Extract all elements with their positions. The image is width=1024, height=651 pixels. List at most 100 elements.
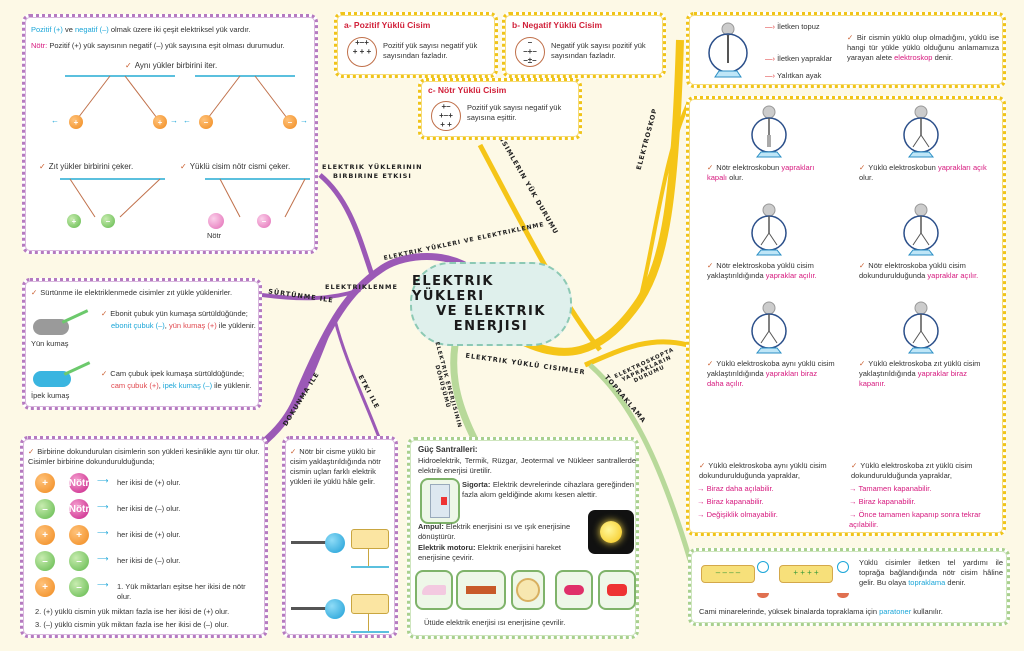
contact-result-text: her ikisi de (–) olur. bbox=[117, 556, 181, 565]
electroscope-state-text: ✓Yüklü elektroskobun yaprakları açık olu… bbox=[859, 163, 987, 182]
central-title-line3: ENERJISI bbox=[453, 319, 529, 334]
wool-cloth-icon bbox=[33, 319, 69, 335]
plants-title: Güç Santralleri: bbox=[418, 445, 478, 454]
negative-body-title: b- Negatif Yüklü Cisim bbox=[512, 20, 603, 30]
branch-label-elektriklenme: ELEKTRIKLENME bbox=[325, 283, 398, 291]
charge-ball: + bbox=[35, 577, 55, 597]
lightning-rod-text: Cami minarelerinde, yüksek binalarda top… bbox=[699, 607, 943, 616]
neutral-body-icon: +–+–++ + bbox=[431, 101, 461, 131]
charge-ball: + bbox=[69, 525, 89, 545]
central-title-line1: ELEKTRIK YÜKLERI bbox=[412, 274, 494, 304]
ground-icon bbox=[757, 593, 769, 598]
arrow-right-icon: → bbox=[170, 116, 178, 125]
light-bulb-image-icon bbox=[588, 510, 634, 554]
branch-purple-effect bbox=[318, 173, 375, 276]
fuse-image-icon bbox=[420, 478, 460, 524]
charge-ball: – bbox=[35, 499, 55, 519]
silk-label: İpek kumaş bbox=[31, 391, 70, 400]
opposite-attract-caption: ✓Zıt yükler birbirini çeker. bbox=[39, 162, 134, 171]
touch-opp-opt-3: → Önce tamamen kapanıp sonra tekrar açıl… bbox=[849, 510, 981, 529]
neutral-body-title: c- Nötr Yüklü Cisim bbox=[428, 85, 507, 95]
charge-ball: – bbox=[69, 551, 89, 571]
repel-diagram bbox=[65, 75, 295, 123]
branch-purple-influence bbox=[333, 319, 382, 441]
charge-ball: Nötr bbox=[69, 473, 89, 493]
touch-same-intro: ✓Yüklü elektroskoba aynı yüklü cisim dok… bbox=[699, 461, 827, 480]
central-topic: ELEKTRIK YÜKLERI VE ELEKTRIK ENERJISI bbox=[410, 262, 572, 346]
negative-ball: – bbox=[101, 214, 115, 228]
contact-intro: ✓Birbirine dokundurulan cisimlerin son y… bbox=[28, 447, 260, 466]
negative-ball: – bbox=[257, 214, 271, 228]
touch-same-opt-1: → Biraz daha açılabilir. bbox=[697, 484, 774, 493]
label-leaves: —› İletken yapraklar bbox=[765, 54, 833, 63]
wool-label: Yün kumaş bbox=[31, 339, 69, 348]
grounding-text: Yüklü cisimler iletken tel yardımı ile t… bbox=[859, 558, 1003, 587]
touch-same-opt-3: → Değişiklik olmayabilir. bbox=[697, 510, 778, 519]
branch-yellow-scope bbox=[638, 99, 692, 301]
glass-text-1: ✓Cam çubuk ipek kumaşa sürtüldüğünde; bbox=[101, 369, 245, 378]
electroscope-icon bbox=[903, 105, 939, 158]
ebonite-text-1: ✓Ebonit çubuk yün kumaşa sürtüldüğünde; bbox=[101, 309, 248, 318]
stand-icon bbox=[368, 613, 369, 631]
energy-conversion-box: Güç Santralleri: Hidroelektrik, Termik, … bbox=[407, 437, 639, 639]
electroscope-mini-icon bbox=[757, 561, 769, 573]
positive-body-title: a- Pozitif Yüklü Cisim bbox=[344, 20, 431, 30]
glass-text-2: cam çubuk (+), ipek kumaş (–) ile yüklen… bbox=[111, 381, 252, 390]
negative-ball: – bbox=[283, 115, 297, 129]
branch-label-etki-1: ELEKTRIK YÜKLERININ bbox=[322, 163, 423, 171]
charge-ball: + bbox=[35, 473, 55, 493]
touch-opp-opt-1: → Tamamen kapanabilir. bbox=[849, 484, 932, 493]
electroscope-state-text: ✓Yüklü elektroskoba aynı yüklü cisim yak… bbox=[707, 359, 835, 388]
plants-text: Hidroelektrik, Termik, Rüzgar, Jeotermal… bbox=[418, 456, 636, 475]
negative-body-text: Negatif yük sayısı pozitif yük sayısında… bbox=[551, 41, 646, 60]
charge-types-line: Pozitif (+) ve negatif (–) olmak üzere i… bbox=[31, 25, 251, 34]
contact-note-3: 3. (–) yüklü cismin yük miktarı fazla is… bbox=[35, 620, 229, 629]
mixer-image-icon bbox=[598, 570, 636, 610]
electroscope-icon bbox=[751, 301, 787, 354]
electroscope-definition-text: ✓Bir cismin yüklü olup olmadığını, yüklü… bbox=[847, 33, 999, 62]
negative-ball: – bbox=[199, 115, 213, 129]
positive-body-text: Pozitif yük sayısı negatif yük sayısında… bbox=[383, 41, 478, 60]
electroscope-states-box: ✓Yüklü elektroskoba aynı yüklü cisim dok… bbox=[686, 96, 1006, 536]
iron-caption: Ütüde elektrik enerjisi ısı enerjisine ç… bbox=[424, 618, 566, 627]
arrow-left-icon: ← bbox=[51, 116, 59, 125]
base-line bbox=[351, 566, 389, 568]
neutral-body-box: c- Nötr Yüklü Cisim +–+–++ + Pozitif yük… bbox=[418, 78, 582, 140]
contact-note-2: 2. (+) yüklü cismin yük miktarı fazla is… bbox=[35, 607, 230, 616]
attract-diagram bbox=[60, 178, 310, 218]
label-knob: —› İletken topuz bbox=[765, 22, 820, 31]
branch-yellow-bodies bbox=[477, 143, 602, 352]
positive-ball: + bbox=[153, 115, 167, 129]
iron-image-icon bbox=[415, 570, 453, 610]
neutral-body-icon bbox=[351, 529, 389, 549]
branch-green-ground bbox=[588, 363, 693, 561]
hair-dryer-image-icon bbox=[555, 570, 593, 610]
charged-neutral-caption: ✓Yüklü cisim nötr cismi çeker. bbox=[180, 162, 291, 171]
contact-result-text: her ikisi de (+) olur. bbox=[117, 478, 181, 487]
negative-body-box: b- Negatif Yüklü Cisim ––+––±– Negatif y… bbox=[502, 12, 666, 78]
ebonite-text-2: ebonit çubuk (–), yün kumaş (+) ile yükl… bbox=[111, 321, 256, 330]
stand-icon bbox=[368, 548, 369, 566]
arrow-right-icon: ⟶ bbox=[97, 476, 109, 485]
silk-cloth-icon bbox=[33, 371, 71, 387]
glass-rod-icon bbox=[63, 361, 91, 376]
negative-body-icon: ––+––±– bbox=[515, 37, 545, 67]
contact-box: ✓Birbirine dokundurulan cisimlerin son y… bbox=[20, 436, 268, 638]
contact-result-text: her ikisi de (+) olur. bbox=[117, 530, 181, 539]
arrow-left-icon: ← bbox=[183, 116, 191, 125]
arrow-right-icon: ⟶ bbox=[97, 554, 109, 563]
electroscope-state-text: ✓Yüklü elektroskoba zıt yüklü cisim yakl… bbox=[859, 359, 981, 388]
negative-charged-cylinder-icon: – – – – bbox=[701, 565, 755, 583]
drill-image-icon bbox=[456, 570, 506, 610]
neutral-body-text: Pozitif yük sayısı negatif yük sayısına … bbox=[467, 103, 562, 122]
rod-icon bbox=[291, 607, 329, 610]
electroscope-icon bbox=[903, 203, 939, 256]
grounding-box: – – – – + + + + Yüklü cisimler iletken t… bbox=[688, 548, 1010, 626]
electroscope-diagram-icon bbox=[708, 22, 748, 78]
branch-green-energy bbox=[450, 344, 479, 442]
induction-text: ✓Nötr bir cisme yüklü bir cisim yaklaştı… bbox=[290, 447, 381, 486]
arrow-right-icon: → bbox=[300, 116, 308, 125]
arrow-right-icon: ⟶ bbox=[97, 528, 109, 537]
positive-ball: + bbox=[67, 214, 81, 228]
electroscope-state-text: ✓Nötr elektroskobun yaprakları kapalı ol… bbox=[707, 163, 815, 182]
